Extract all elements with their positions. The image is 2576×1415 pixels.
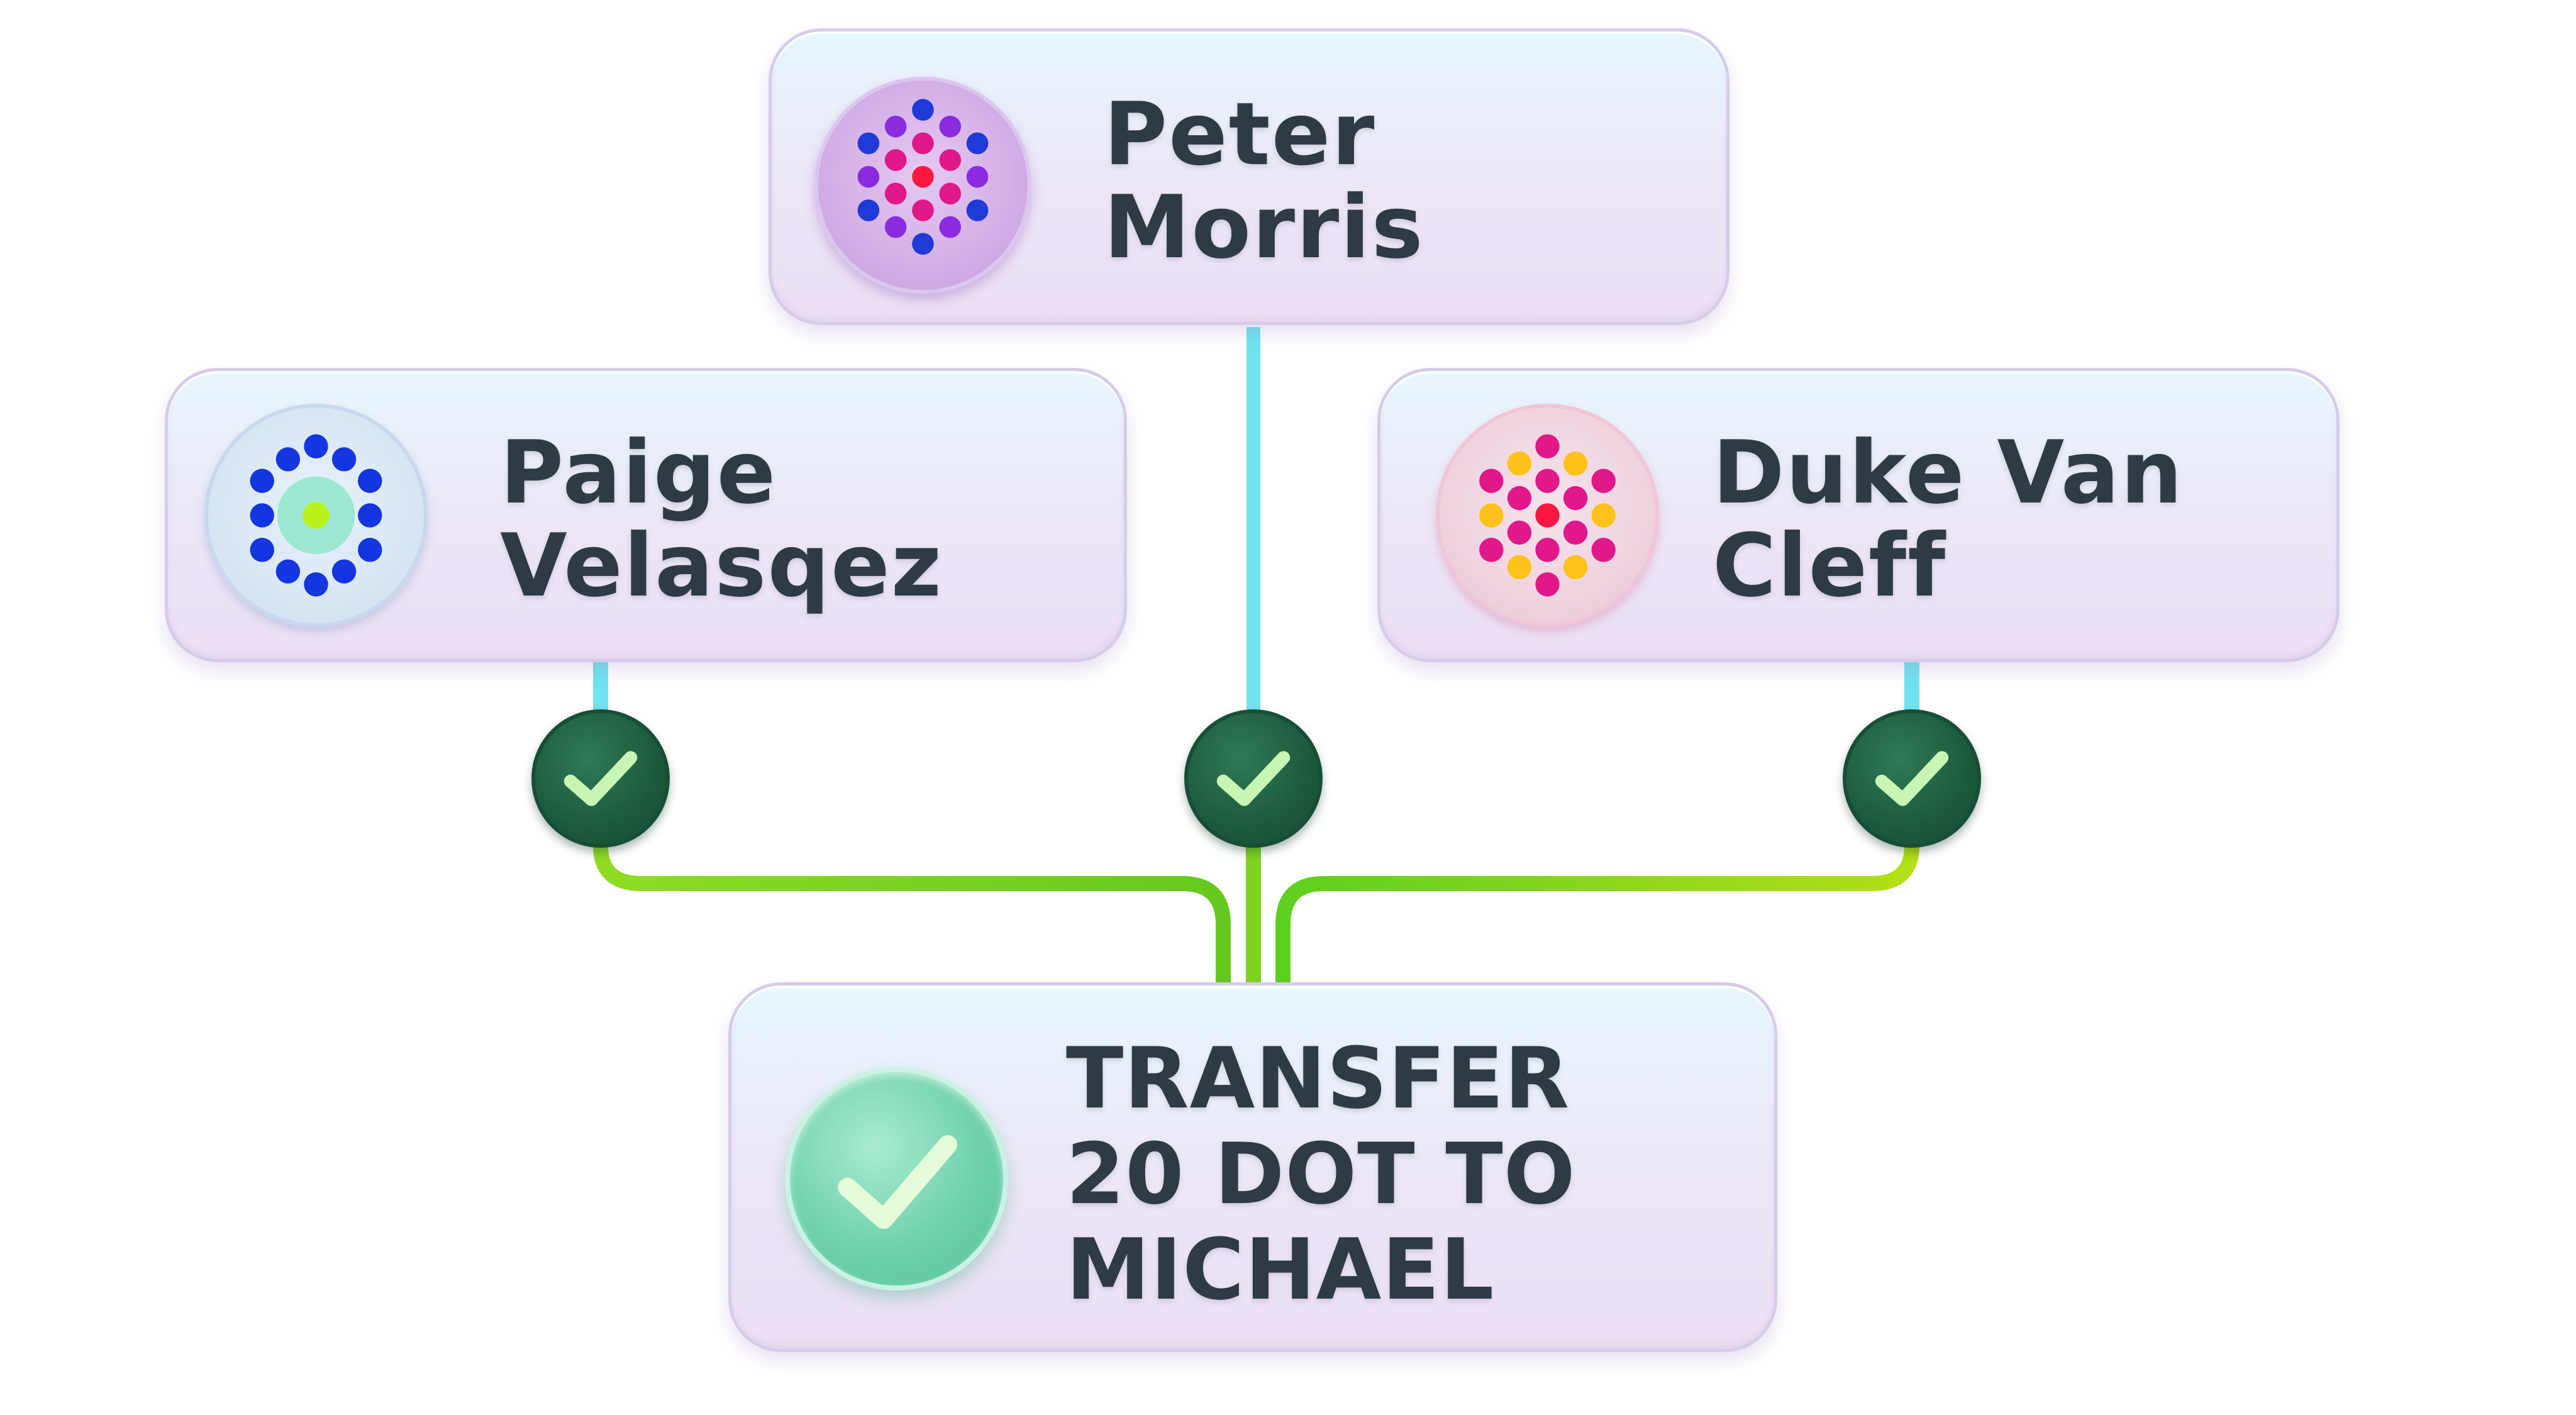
signer-name-peter: Peter Morris <box>1104 84 1424 278</box>
action-approved-badge <box>785 1067 1008 1290</box>
signer-card-peter: Peter Morris <box>769 28 1729 325</box>
signer-card-paige: Paige Velasqez <box>165 368 1127 662</box>
identicon-icon <box>857 99 989 255</box>
transfer-action-text: TRANSFER 20 DOT TO MICHAEL <box>1066 1029 1576 1319</box>
avatar-duke <box>1436 404 1659 627</box>
signer-name-paige: Paige Velasqez <box>500 422 943 616</box>
checkmark-icon <box>838 1135 958 1229</box>
approval-check-duke <box>1843 709 1981 848</box>
approval-check-paige <box>531 709 670 848</box>
approval-check-peter <box>1184 709 1323 848</box>
transfer-action-card: TRANSFER 20 DOT TO MICHAEL <box>728 982 1777 1352</box>
checkmark-icon <box>1875 751 1949 806</box>
avatar-paige <box>204 404 428 627</box>
checkmark-icon <box>1216 751 1291 806</box>
connector-duke <box>1904 660 1919 717</box>
signer-name-duke: Duke Van Cleff <box>1713 422 2184 616</box>
checkmark-icon <box>564 751 638 806</box>
merge-path-left <box>593 843 1231 987</box>
identicon-icon <box>1479 434 1616 597</box>
identicon-icon <box>250 434 382 597</box>
signer-card-duke: Duke Van Cleff <box>1377 368 2340 662</box>
avatar-peter <box>814 77 1031 294</box>
connector-paige <box>593 660 608 717</box>
merge-path-right <box>1275 843 1919 987</box>
connector-peter <box>1246 327 1260 717</box>
